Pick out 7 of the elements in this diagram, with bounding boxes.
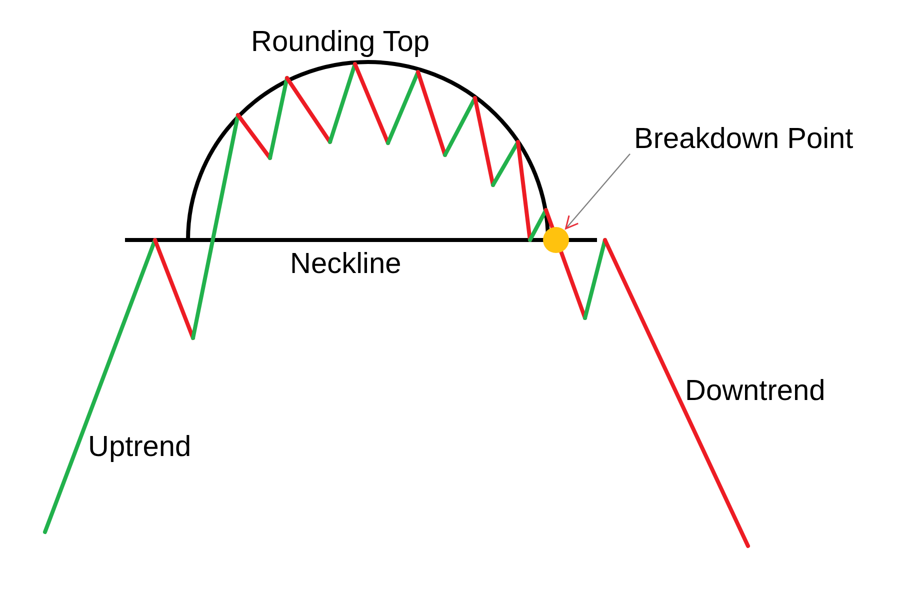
leader-line [565, 154, 630, 230]
breakdown-point-marker [543, 227, 569, 253]
trend-label: Uptrend [88, 432, 192, 464]
callout-label: Breakdown Point [634, 124, 854, 156]
trend-label: Downtrend [685, 376, 826, 408]
neckline-label: Neckline [290, 249, 402, 281]
pattern-label: Rounding Top [251, 27, 430, 59]
